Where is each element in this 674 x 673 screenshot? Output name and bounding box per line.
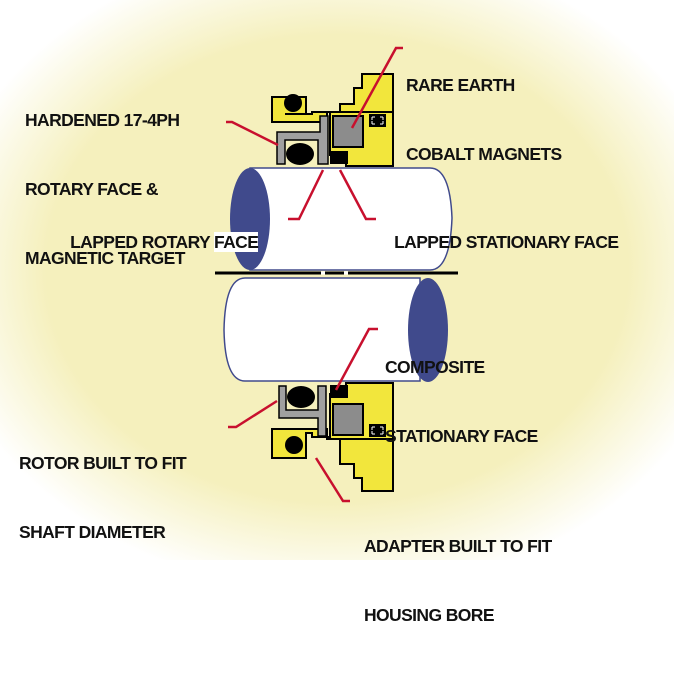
label-line: ADAPTER BUILT TO FIT [364, 536, 552, 556]
leader-adapter [314, 457, 350, 503]
label-hardened-rotary-face: HARDENED 17-4PH ROTARY FACE & MAGNETIC T… [25, 63, 185, 316]
label-line: ROTOR BUILT TO FIT [19, 453, 187, 473]
leader-rare-earth [350, 46, 403, 129]
label-rare-earth-magnets: RARE EARTH COBALT MAGNETS [406, 28, 562, 212]
lower-shaft-oring [287, 386, 315, 408]
leader-lapped-rotary [288, 169, 325, 221]
upper-stationary-face [330, 151, 348, 164]
label-rotor-built-to-fit: ROTOR BUILT TO FIT SHAFT DIAMETER [19, 406, 187, 590]
label-line: STATIONARY FACE [385, 426, 538, 446]
leader-hardened [226, 120, 279, 147]
label-line: SHAFT DIAMETER [19, 522, 166, 542]
label-lapped-rotary-face: LAPPED ROTARY FACE [53, 208, 259, 277]
lower-outer-oring [285, 436, 303, 454]
label-line: COMPOSITE [385, 357, 485, 377]
lower-magnet [332, 403, 364, 436]
upper-outer-oring [284, 94, 302, 112]
upper-shaft [230, 167, 453, 271]
label-line: HARDENED 17-4PH [25, 110, 180, 130]
upper-seal [271, 73, 394, 167]
lower-retainer [369, 424, 386, 437]
upper-retainer [369, 114, 386, 127]
upper-magnet [332, 115, 364, 148]
lower-rotor [278, 385, 327, 437]
label-line: ROTARY FACE & [25, 179, 158, 199]
leader-lapped-stationary [338, 169, 376, 221]
upper-shaft-oring [286, 143, 314, 165]
upper-rotor [276, 115, 329, 165]
lower-shaft-end [408, 278, 448, 382]
label-line: HOUSING BORE [364, 605, 495, 625]
label-text: LAPPED ROTARY [70, 232, 214, 252]
label-line: RARE EARTH [406, 75, 515, 95]
label-composite-stationary-face: COMPOSITE STATIONARY FACE [385, 310, 538, 494]
lower-stationary-face [330, 385, 348, 398]
label-line: MAGNETIC TARGET [25, 248, 185, 268]
leader-composite [334, 327, 378, 391]
leader-rotor [228, 399, 278, 429]
seal-diagram [215, 46, 458, 503]
label-lapped-stationary-face: LAPPED STATIONARY FACE [377, 208, 619, 277]
lower-shaft [223, 277, 448, 382]
label-text: LAPPED STATIONARY FACE [394, 232, 619, 252]
diagram-canvas: RARE EARTH COBALT MAGNETS HARDENED 17-4P… [0, 0, 674, 625]
label-adapter-built-to-fit: ADAPTER BUILT TO FIT HOUSING BORE [364, 489, 552, 673]
label-text: FACE [214, 232, 259, 252]
leader-lines [226, 46, 403, 503]
label-line: COBALT MAGNETS [406, 144, 562, 164]
centerline [215, 271, 458, 275]
lower-seal [271, 382, 394, 492]
